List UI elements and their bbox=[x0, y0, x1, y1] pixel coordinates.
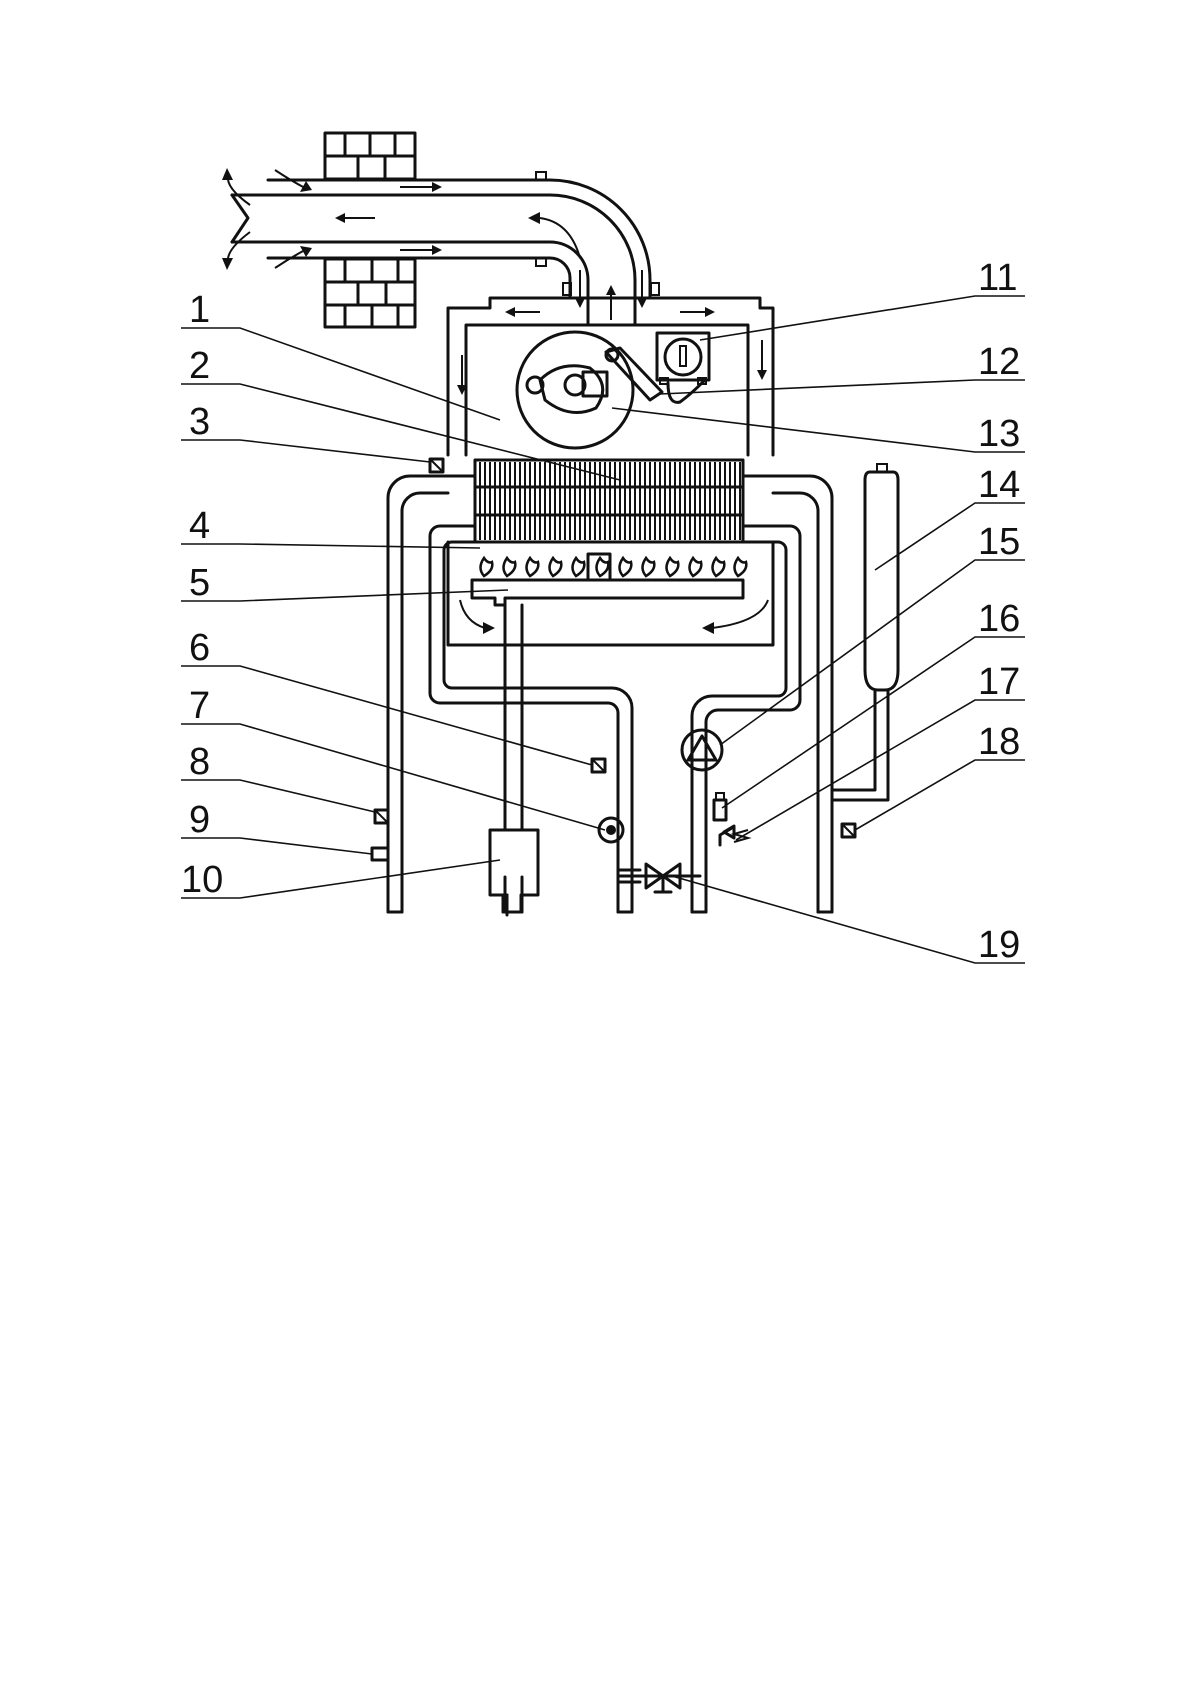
burner-flame bbox=[690, 558, 702, 576]
label-1: 1 bbox=[189, 289, 210, 331]
primary-return-loop bbox=[430, 526, 632, 912]
label-3: 3 bbox=[189, 401, 210, 443]
label-8: 8 bbox=[189, 741, 210, 783]
label-5: 5 bbox=[189, 562, 210, 604]
label-19: 19 bbox=[978, 924, 1020, 966]
burner-flames bbox=[481, 558, 747, 576]
burner-flame bbox=[481, 558, 493, 576]
sensor-16 bbox=[714, 800, 726, 820]
label-18: 18 bbox=[978, 721, 1020, 763]
labels: 1 2 3 4 5 6 7 8 9 10 11 12 13 14 15 16 1… bbox=[181, 257, 1020, 966]
burner-flame bbox=[504, 558, 516, 576]
label-13: 13 bbox=[978, 413, 1020, 455]
burner-flame bbox=[643, 558, 655, 576]
tap-9 bbox=[372, 848, 388, 860]
label-15: 15 bbox=[978, 521, 1020, 563]
burner bbox=[472, 554, 746, 605]
label-11: 11 bbox=[978, 257, 1017, 299]
burner-flame bbox=[620, 558, 632, 576]
heat-exchanger bbox=[448, 460, 773, 542]
burner-flame bbox=[667, 558, 679, 576]
fan bbox=[517, 332, 662, 448]
label-12: 12 bbox=[978, 341, 1020, 383]
pump-branch bbox=[682, 526, 800, 912]
burner-flame bbox=[713, 558, 725, 576]
heat-exchanger-fins bbox=[480, 462, 740, 540]
coaxial-flue-pipe bbox=[232, 172, 659, 325]
burner-flame bbox=[735, 558, 747, 576]
label-6: 6 bbox=[189, 627, 210, 669]
heating-flow-pipe bbox=[388, 476, 448, 912]
label-16: 16 bbox=[978, 598, 1020, 640]
burner-flame bbox=[573, 558, 585, 576]
burner-flame bbox=[597, 558, 609, 576]
label-10: 10 bbox=[181, 859, 223, 901]
expansion-vessel bbox=[832, 464, 898, 800]
label-7: 7 bbox=[189, 685, 210, 727]
brick-wall bbox=[325, 133, 415, 327]
boiler-casing bbox=[448, 298, 773, 455]
burner-flame bbox=[550, 558, 562, 576]
label-17: 17 bbox=[978, 661, 1020, 703]
label-14: 14 bbox=[978, 464, 1020, 506]
label-9: 9 bbox=[189, 799, 210, 841]
gas-line bbox=[490, 605, 538, 915]
label-2: 2 bbox=[189, 345, 210, 387]
burner-flame bbox=[527, 558, 539, 576]
label-4: 4 bbox=[189, 505, 210, 547]
bypass-pipe bbox=[618, 864, 700, 892]
